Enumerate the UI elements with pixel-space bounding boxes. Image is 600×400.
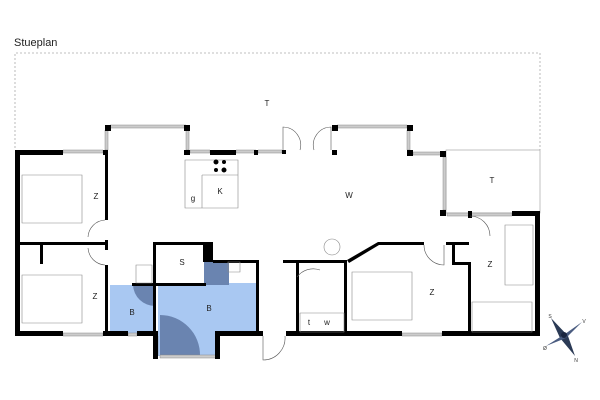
walls: [15, 125, 540, 359]
room-label-utility-w: w: [323, 318, 330, 327]
terrace-boundary: [14, 52, 541, 150]
compass-o: Ø: [543, 346, 547, 352]
room-label-living: W: [345, 191, 353, 200]
room-label-bath-1: B: [129, 308, 134, 317]
compass-v: V: [582, 319, 586, 325]
room-label-bedroom-2: Z: [93, 292, 98, 301]
plan-title: Stueplan: [14, 37, 58, 49]
room-label-bedroom-4: Z: [488, 260, 493, 269]
compass-s: S: [548, 314, 552, 320]
compass-n: N: [574, 358, 578, 364]
room-label-kitchen: K: [217, 187, 223, 196]
room-label-kitchen-g: g: [191, 194, 195, 203]
room-label-terrace-right: T: [490, 176, 495, 185]
stove-icon: [213, 159, 227, 173]
room-label-bath-2: B: [206, 304, 211, 313]
room-label-bedroom-1: Z: [94, 192, 99, 201]
compass-icon: S V Ø N: [543, 314, 586, 364]
room-label-utility-t: t: [308, 318, 311, 327]
furniture: [21, 159, 534, 333]
room-label-terrace-top: T: [265, 99, 270, 108]
room-label-bedroom-3: Z: [430, 288, 435, 297]
room-label-storage: S: [179, 258, 184, 267]
doors: [87, 126, 491, 361]
